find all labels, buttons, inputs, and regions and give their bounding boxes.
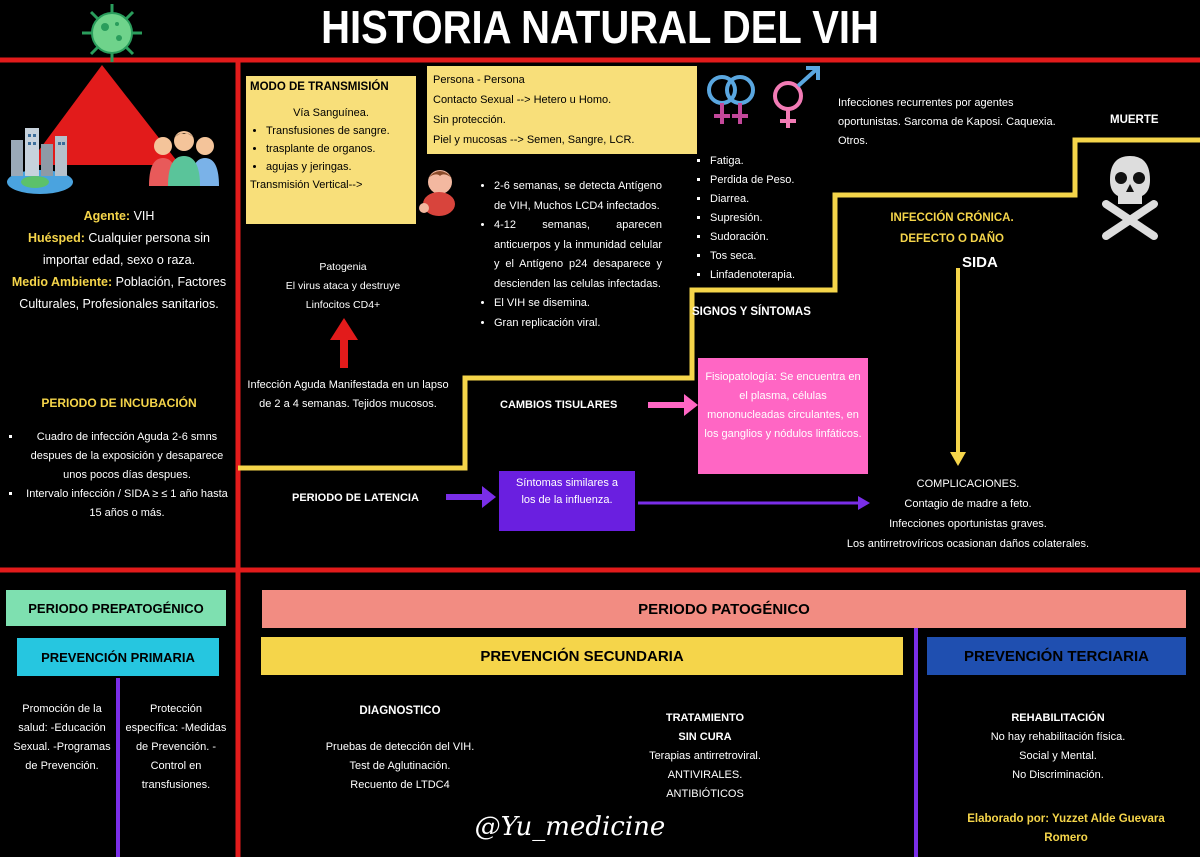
terciaria-bar: PREVENCIÓN TERCIARIA xyxy=(927,637,1186,675)
tratamiento-line: ANTIBIÓTICOS xyxy=(666,788,744,800)
complicaciones-line: Infecciones oportunistas graves. xyxy=(889,518,1047,530)
cambios-label: CAMBIOS TISULARES xyxy=(500,399,618,411)
transmission-via: Vía Sanguínea. xyxy=(293,107,369,119)
page-title: HISTORIA NATURAL DEL VIH xyxy=(321,2,879,54)
rehab-line: No Discriminación. xyxy=(1012,769,1104,781)
transmission-item: trasplante de organos. xyxy=(266,140,412,158)
virus-icon xyxy=(82,4,142,62)
persona-box: Persona - Persona Contacto Sexual --> He… xyxy=(427,66,697,154)
skull-crossbones-icon xyxy=(1102,156,1158,240)
medio-line: Medio Ambiente: Población, Factores Cult… xyxy=(6,271,232,315)
patogenico-bar: PERIODO PATOGÉNICO xyxy=(262,590,1186,628)
transmission-title: MODO DE TRANSMISIÓN xyxy=(250,81,389,93)
cronica-label: INFECCIÓN CRÓNICA. DEFECTO O DAÑO xyxy=(890,212,1014,245)
incubation-title: PERIODO DE INCUBACIÓN xyxy=(41,396,197,410)
agente-label: Agente: xyxy=(83,209,131,223)
gender-symbols-icon xyxy=(707,66,820,128)
sign-item: Tos seca. xyxy=(710,247,844,266)
diagnostico-line: Pruebas de detección del VIH. xyxy=(325,741,475,753)
acute-item: Gran replicación viral. xyxy=(494,314,662,334)
persona-line: Sin protección. xyxy=(433,114,506,126)
transmission-item: agujas y jeringas. xyxy=(266,158,412,176)
incubation-list: Cuadro de infección Aguda 2-6 smns despu… xyxy=(4,428,232,523)
huesped-value: Cualquier persona sin importar edad, sex… xyxy=(42,231,211,267)
patogenia-block: Patogenia El virus ataca y destruye Linf… xyxy=(268,258,418,315)
prepatogenico-bar: PERIODO PREPATOGÉNICO xyxy=(6,590,226,626)
huesped-line: Huésped: Cualquier persona sin importar … xyxy=(6,227,232,271)
signature: @Yu_medicine xyxy=(474,812,666,842)
promocion-text: Promoción de la salud: -Educación Sexual… xyxy=(13,703,111,772)
incubation-item: Cuadro de infección Aguda 2-6 smns despu… xyxy=(22,428,232,485)
infeccion-aguda: Infección Aguda Manifestada en un lapso … xyxy=(247,379,449,410)
credit-text: Elaborado por: Yuzzet Alde Guevara Romer… xyxy=(967,813,1165,844)
persona-line: Contacto Sexual --> Hetero u Homo. xyxy=(433,94,612,106)
diagnostico-list: Pruebas de detección del VIH. Test de Ag… xyxy=(290,738,510,795)
people-icon xyxy=(149,131,219,186)
patogenia-text: El virus ataca y destruye Linfocitos CD4… xyxy=(285,280,401,311)
complicaciones-line: Los antirretrovíricos ocasionan daños co… xyxy=(846,538,1090,550)
agente-line: Agente: VIH xyxy=(6,205,232,227)
fisiopatologia-box: Fisiopatología: Se encuentra en el plasm… xyxy=(698,358,868,474)
sign-item: Linfadenoterapia. xyxy=(710,266,844,285)
triad-block: Agente: VIH Huésped: Cualquier persona s… xyxy=(6,205,232,315)
complicaciones-line: Contagio de madre a feto. xyxy=(904,498,1032,510)
acute-item: 2-6 semanas, se detecta Antígeno de VIH,… xyxy=(494,177,662,216)
transmission-item: Transfusiones de sangre. xyxy=(266,122,412,140)
sign-item: Supresión. xyxy=(710,209,844,228)
medio-label: Medio Ambiente: xyxy=(11,275,113,289)
rehab-line: Social y Mental. xyxy=(1019,750,1097,762)
muerte-label: MUERTE xyxy=(1110,114,1159,126)
signs-list: Fatiga. Perdida de Peso. Diarrea. Supres… xyxy=(694,152,844,285)
persona-line: Persona - Persona xyxy=(433,74,525,86)
rehab-title: REHABILITACIÓN xyxy=(1011,712,1105,724)
primaria-bar: PREVENCIÓN PRIMARIA xyxy=(17,638,219,676)
tratamiento-line: Terapias antirretroviral. xyxy=(649,750,761,762)
rehab-block: REHABILITACIÓN No hay rehabilitación fís… xyxy=(940,709,1176,785)
tratamiento-line: SIN CURA xyxy=(678,731,732,743)
sign-item: Diarrea. xyxy=(710,190,844,209)
rehab-line: No hay rehabilitación física. xyxy=(990,731,1126,743)
tratamiento-line: ANTIVIRALES. xyxy=(667,769,743,781)
patogenia-title: Patogenia xyxy=(319,261,367,273)
acute-list: 2-6 semanas, se detecta Antígeno de VIH,… xyxy=(478,177,662,333)
complicaciones-block: COMPLICACIONES. Contagio de madre a feto… xyxy=(808,474,1128,554)
sign-item: Fatiga. xyxy=(710,152,844,171)
city-icon xyxy=(7,128,73,194)
tratamiento-block: TRATAMIENTO SIN CURA Terapias antirretro… xyxy=(600,709,810,804)
medio-value: Población, Factores Culturales, Profesio… xyxy=(19,275,227,311)
tratamiento-title: TRATAMIENTO xyxy=(665,712,745,724)
sign-item: Sudoración. xyxy=(710,228,844,247)
diagnostico-line: Test de Aglutinación. xyxy=(349,760,451,772)
secundaria-bar: PREVENCIÓN SECUNDARIA xyxy=(261,637,903,675)
diagnostico-line: Recuento de LTDC4 xyxy=(350,779,450,791)
signs-title: SIGNOS Y SÍNTOMAS xyxy=(692,306,811,318)
latencia-label: PERIODO DE LATENCIA xyxy=(292,492,419,504)
sida-label: SIDA xyxy=(962,254,998,271)
complicaciones-title: COMPLICACIONES. xyxy=(916,478,1020,490)
agente-value: VIH xyxy=(133,209,155,223)
acute-item: 4-12 semanas, aparecen anticuerpos y la … xyxy=(494,216,662,294)
diagnostico-title: DIAGNOSTICO xyxy=(359,705,441,717)
transmission-vertical: Transmisión Vertical--> xyxy=(250,179,363,191)
sintomas-box: Síntomas similares a los de la influenza… xyxy=(499,471,635,531)
sign-item: Perdida de Peso. xyxy=(710,171,844,190)
proteccion-text: Protección específica: -Medidas de Preve… xyxy=(125,703,227,791)
infections-top: Infecciones recurrentes por agentes opor… xyxy=(838,97,1056,147)
persona-line: Piel y mucosas --> Semen, Sangre, LCR. xyxy=(433,134,635,146)
huesped-label: Huésped: xyxy=(27,231,85,245)
incubation-item: Intervalo infección / SIDA ≥ ≤ 1 año has… xyxy=(22,485,232,523)
acute-item: El VIH se disemina. xyxy=(494,294,662,314)
baby-icon xyxy=(419,170,455,216)
transmission-box: MODO DE TRANSMISIÓN Vía Sanguínea. Trans… xyxy=(246,76,416,224)
